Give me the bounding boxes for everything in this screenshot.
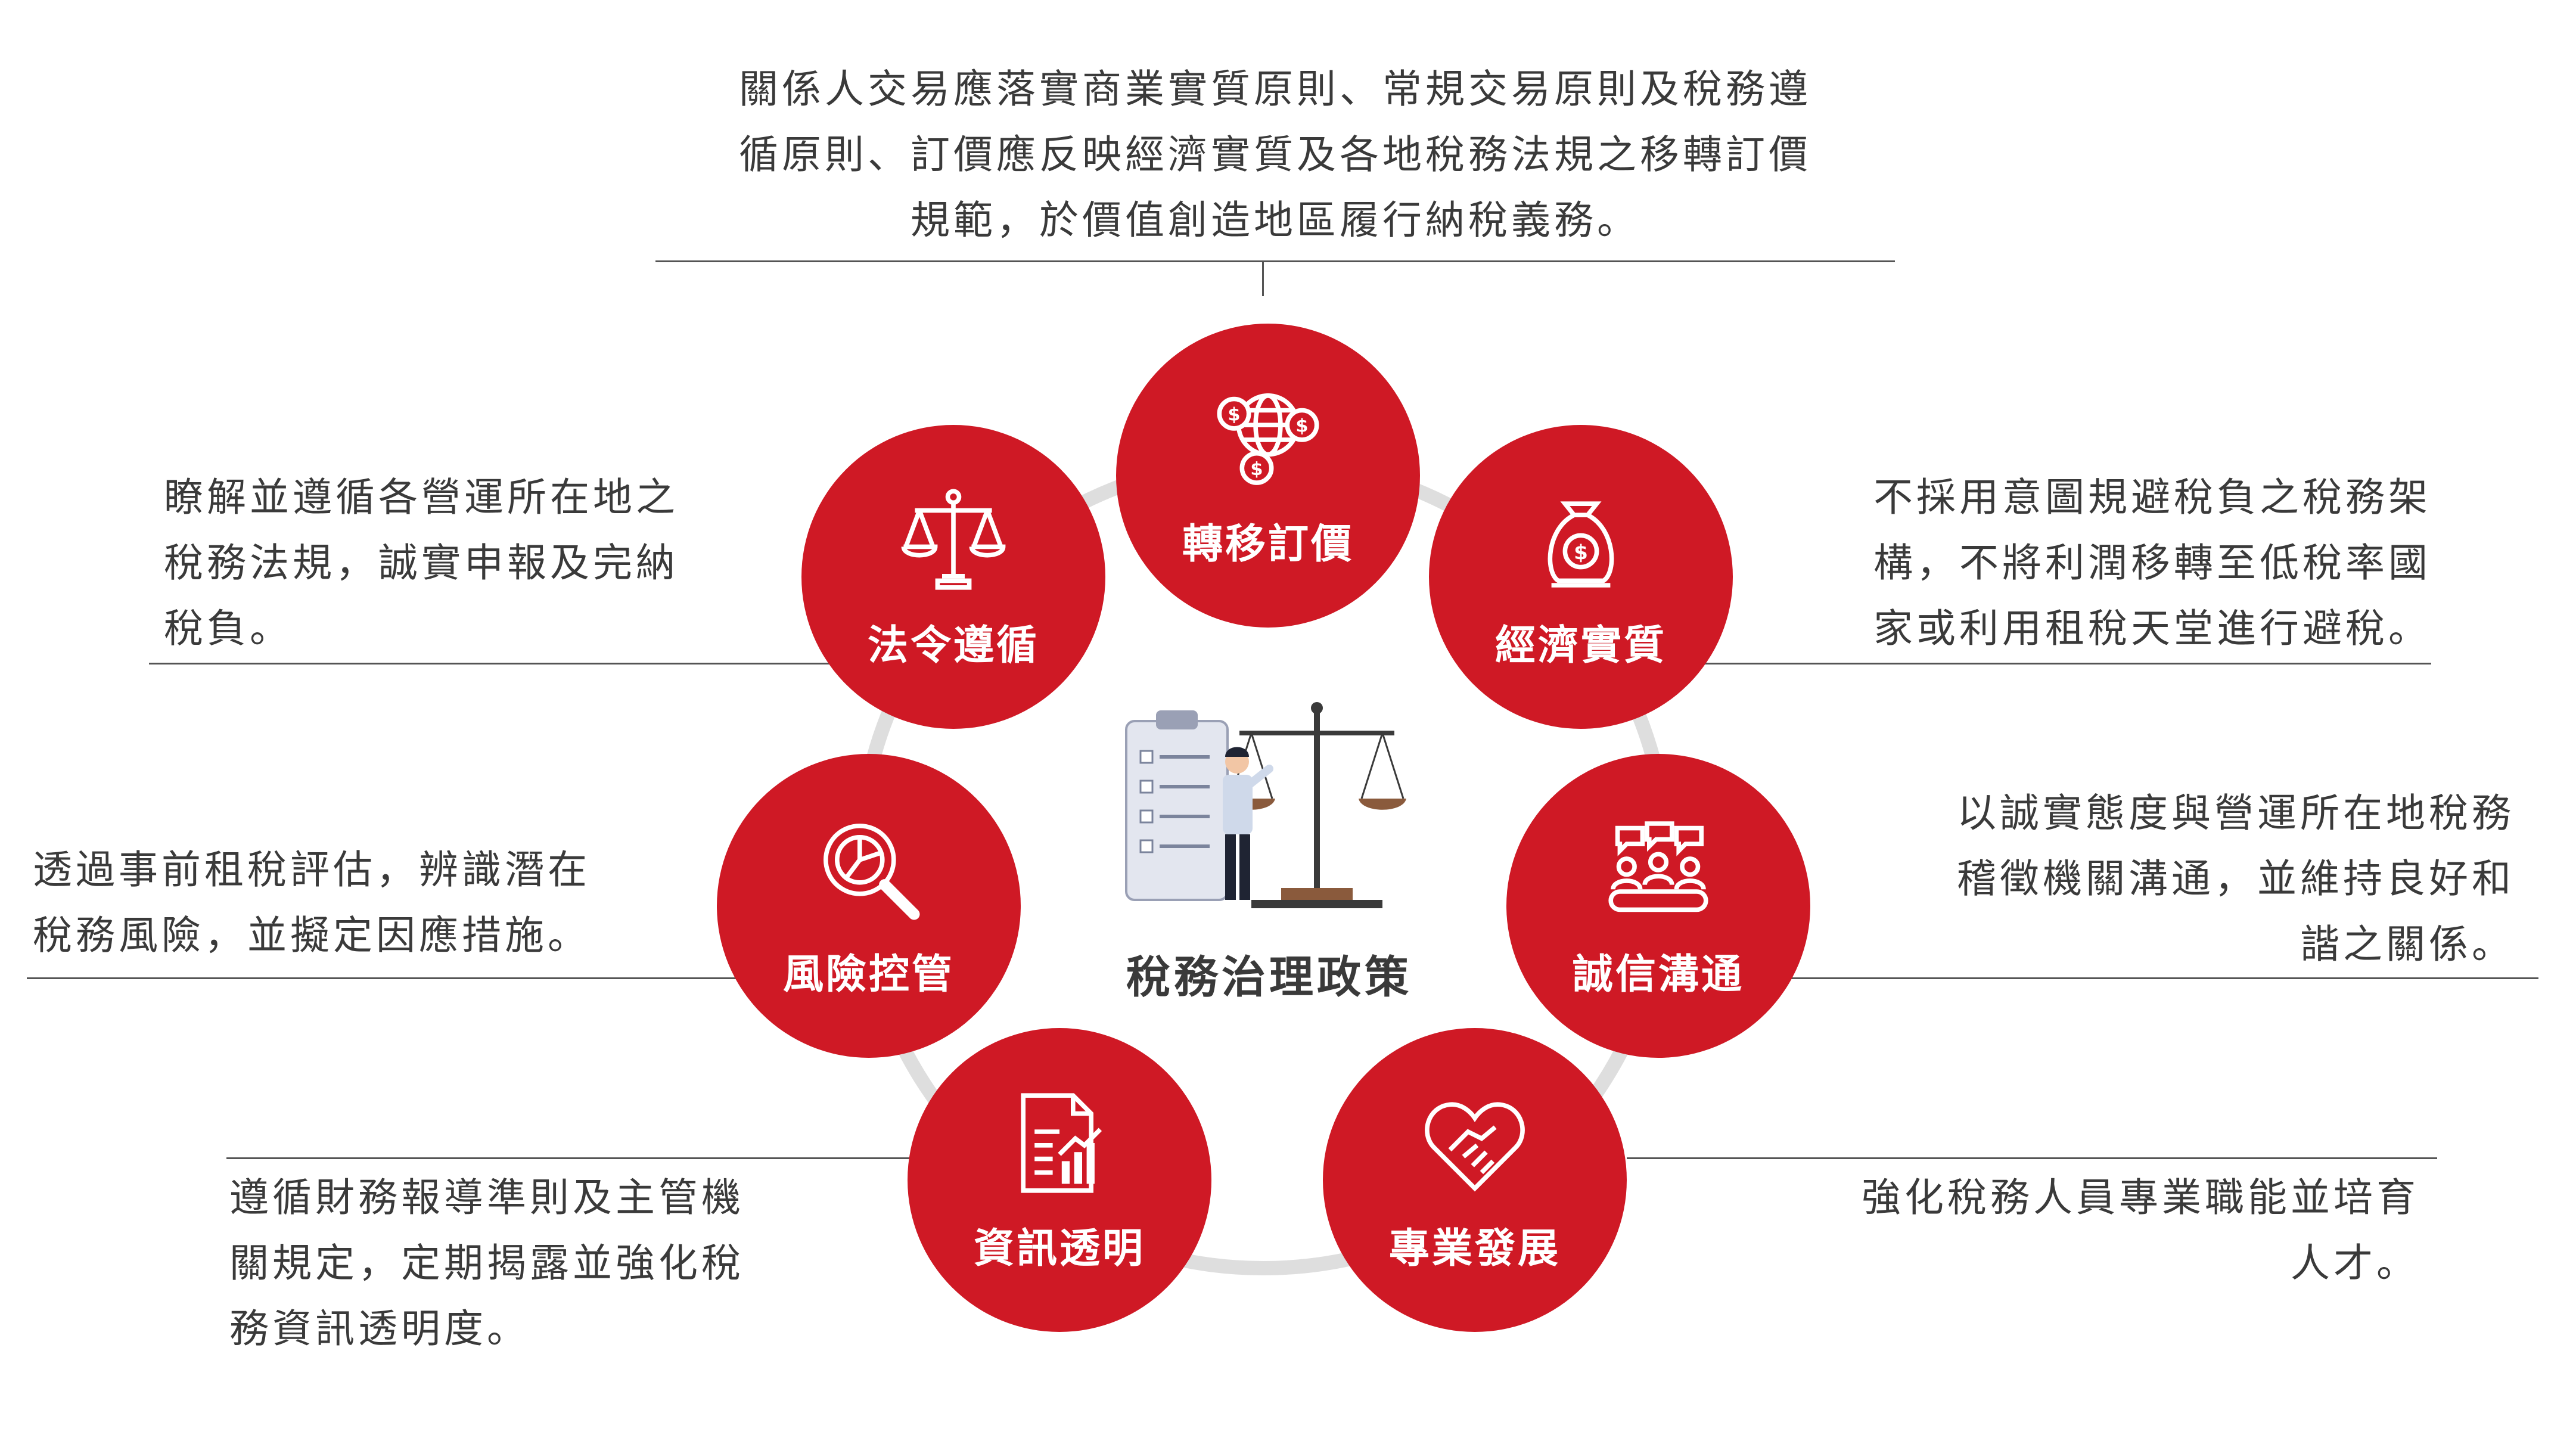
scale-illustration — [1120, 697, 1430, 912]
description-economic-substance: 不採用意圖規避稅負之稅務架 構，不將利潤移轉至低稅率國 家或利用租稅天堂進行避稅… — [1728, 465, 2431, 662]
node-professional-development: 專業發展 — [1323, 1028, 1627, 1332]
svg-text:$: $ — [1228, 404, 1240, 425]
node-label: 誠信溝通 — [1572, 951, 1744, 998]
node-transfer-pricing: $ $ $ 轉移訂價 — [1116, 324, 1420, 628]
money-bag-icon: $ — [1524, 483, 1637, 597]
magnifier-chart-icon — [812, 812, 925, 926]
svg-text:$: $ — [1295, 415, 1308, 436]
description-line: 關規定，定期揭露並強化稅 — [229, 1240, 744, 1286]
globe-money-icon: $ $ $ — [1211, 382, 1325, 495]
connector-line-integrity — [1782, 977, 2538, 979]
connector-line-economic — [1704, 663, 2431, 664]
connector-line-professional — [1627, 1157, 2437, 1159]
description-line: 規範，於價值創造地區履行納稅義務。 — [911, 197, 1640, 243]
svg-text:$: $ — [1250, 458, 1263, 479]
description-line: 稅務法規，誠實申報及完納 — [164, 540, 679, 586]
scale-icon — [897, 483, 1010, 597]
node-label: 資訊透明 — [973, 1225, 1145, 1272]
description-line: 不採用意圖規避稅負之稅務架 — [1873, 474, 2431, 520]
report-chart-icon — [1003, 1086, 1116, 1200]
description-line: 務資訊透明度。 — [229, 1306, 530, 1352]
connector-line-risk — [27, 977, 742, 979]
node-risk-control: 風險控管 — [717, 754, 1021, 1058]
description-line: 構，不將利潤移轉至低稅率國 — [1873, 540, 2431, 586]
description-line: 循原則、訂價應反映經濟實質及各地稅務法規之移轉訂價 — [739, 132, 1811, 178]
node-label: 轉移訂價 — [1182, 520, 1354, 568]
description-line: 稽徵機關溝通，並維持良好和 — [1957, 856, 2515, 902]
description-information-transparency: 遵循財務報導準則及主管機 關規定，定期揭露並強化稅 務資訊透明度。 — [229, 1165, 885, 1362]
connector-line-information — [226, 1157, 941, 1159]
description-line: 人才。 — [2291, 1240, 2419, 1286]
description-professional-development: 強化稅務人員專業職能並培育 人才。 — [1704, 1165, 2419, 1296]
description-line: 透過事前租稅評估，辨識潛在 — [33, 847, 591, 893]
description-line: 關係人交易應落實商業實質原則、常規交易原則及稅務遵 — [739, 66, 1811, 112]
node-label: 經濟實質 — [1494, 622, 1667, 669]
description-line: 稅負。 — [164, 605, 293, 651]
svg-text:$: $ — [1574, 541, 1588, 564]
node-label: 專業發展 — [1388, 1225, 1561, 1272]
description-line: 遵循財務報導準則及主管機 — [229, 1175, 744, 1221]
description-line: 強化稅務人員專業職能並培育 — [1862, 1175, 2419, 1221]
node-integrity-communication: 誠信溝通 — [1506, 754, 1810, 1058]
node-information-transparency: 資訊透明 — [908, 1028, 1211, 1332]
description-risk-control: 透過事前租稅評估，辨識潛在 稅務風險，並擬定因應措施。 — [33, 837, 718, 968]
node-label: 風險控管 — [782, 951, 955, 998]
node-economic-substance: $ 經濟實質 — [1429, 425, 1733, 729]
connector-line-legal — [149, 663, 834, 664]
center-title: 稅務治理政策 — [1126, 952, 1412, 1003]
node-label: 法令遵循 — [867, 622, 1039, 669]
description-line: 以誠實態度與營運所在地稅務 — [1957, 790, 2515, 836]
handshake-heart-icon — [1418, 1086, 1531, 1200]
description-line: 諧之關係。 — [2300, 921, 2515, 967]
description-integrity-communication: 以誠實態度與營運所在地稅務 稽徵機關溝通，並維持良好和 諧之關係。 — [1800, 781, 2515, 977]
connector-line-top-vertical — [1262, 260, 1264, 296]
node-legal-compliance: 法令遵循 — [801, 425, 1105, 729]
description-line: 家或利用租稅天堂進行避稅。 — [1873, 605, 2431, 651]
meeting-icon — [1602, 812, 1715, 926]
connector-line-top — [655, 260, 1895, 262]
description-line: 瞭解並遵循各營運所在地之 — [164, 474, 679, 520]
description-transfer-pricing: 關係人交易應落實商業實質原則、常規交易原則及稅務遵 循原則、訂價應反映經濟實質及… — [667, 57, 1883, 253]
description-legal-compliance: 瞭解並遵循各營運所在地之 稅務法規，誠實申報及完納 稅負。 — [164, 465, 819, 662]
description-line: 稅務風險，並擬定因應措施。 — [33, 912, 591, 958]
